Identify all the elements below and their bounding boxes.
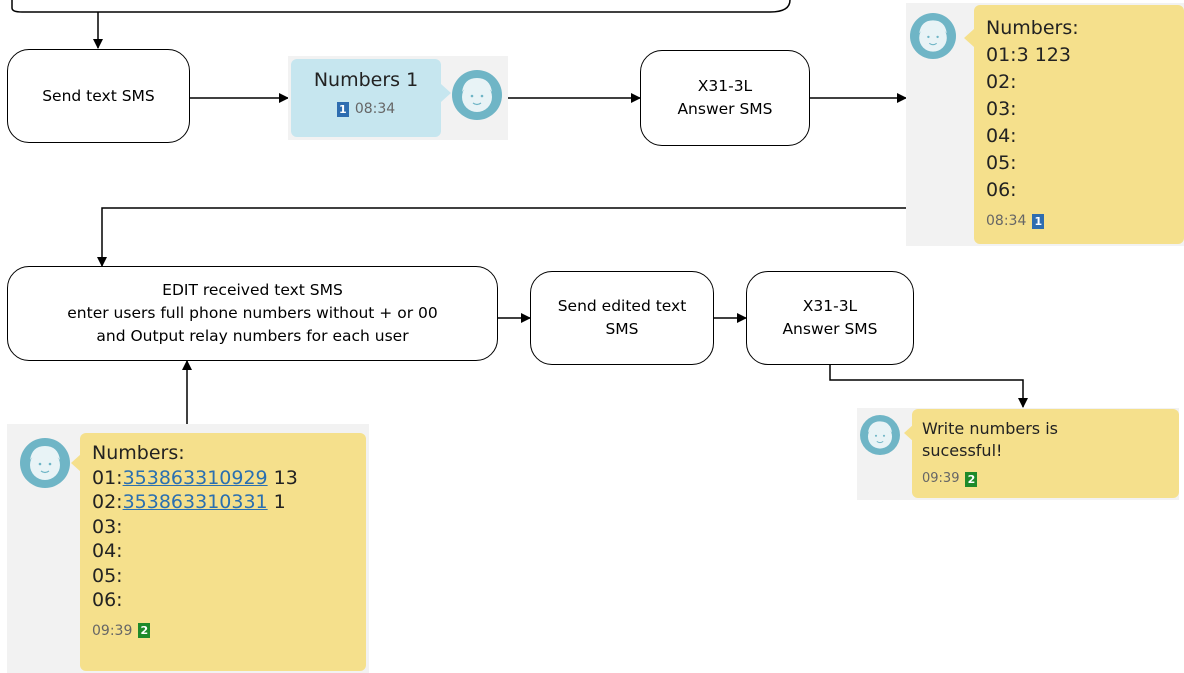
edited-line: 05: (92, 564, 123, 587)
reply-line: Numbers: (986, 17, 1079, 39)
success-bubble-tail (904, 424, 914, 442)
row-prefix: 02: (92, 491, 123, 513)
edited-bubble-tail (71, 454, 81, 472)
success-meta: 09:39 2 (922, 468, 1169, 490)
send-text-sms-box: Send text SMS (7, 49, 190, 143)
arrow-reply-to-edit (97, 207, 906, 267)
phone-link[interactable]: 353863310331 (122, 491, 268, 513)
edited-row-2: 02:353863310331 1 (92, 490, 354, 515)
sim-1-icon: 1 (336, 101, 349, 117)
success-text: Write numbers is sucessful! (922, 419, 1058, 460)
reply-meta: 08:34 1 (986, 208, 1172, 235)
reply-numbers-panel: Numbers: 01:3 123 02: 03: 04: 05: 06: 08… (906, 3, 1184, 246)
sim-2-icon: 2 (138, 623, 151, 639)
phone-link[interactable]: 353863310929 (122, 466, 268, 489)
edited-header: Numbers: (92, 442, 185, 464)
edited-message-panel: Numbers: 01:353863310929 13 02:353863310… (7, 424, 369, 673)
edit-received-sms-box: EDIT received text SMS enter users full … (7, 266, 498, 361)
reply-line: 03: (986, 98, 1017, 120)
edited-line: 03: (92, 515, 123, 538)
success-time: 09:39 (922, 471, 960, 486)
reply-line: 06: (986, 179, 1017, 201)
avatar-icon (20, 438, 70, 488)
avatar-icon (910, 13, 956, 59)
reply-time: 08:34 (986, 213, 1027, 229)
reply-line: 01:3 123 (986, 44, 1071, 66)
avatar-icon (452, 70, 502, 120)
success-message-bubble: Write numbers is sucessful! 09:39 2 (912, 409, 1179, 498)
sent-message-time: 08:34 (354, 101, 396, 117)
sent-message-meta: 1 08:34 (305, 101, 427, 117)
reply-bubble-tail (964, 29, 974, 47)
send-edited-sms-box: Send edited text SMS (530, 271, 714, 365)
sim-2-icon: 2 (965, 471, 978, 487)
row-suffix: 13 (267, 466, 298, 489)
edited-message-bubble: Numbers: 01:353863310929 13 02:353863310… (80, 433, 366, 671)
edited-row-1: 01:353863310929 13 (92, 466, 354, 491)
reply-line: 05: (986, 152, 1017, 174)
edited-meta: 09:39 2 (92, 619, 354, 644)
edited-line: 06: (92, 589, 123, 611)
edited-time: 09:39 (92, 622, 133, 639)
reply-line: 02: (986, 71, 1017, 93)
sim-1-icon: 1 (1032, 214, 1045, 229)
success-message-panel: Write numbers is sucessful! 09:39 2 (857, 408, 1179, 500)
edited-line: 04: (92, 540, 123, 562)
sent-message-panel: Numbers 1 1 08:34 (288, 56, 508, 140)
row-prefix: 01: (92, 466, 123, 489)
top-box-edge (11, 0, 791, 13)
reply-numbers-bubble: Numbers: 01:3 123 02: 03: 04: 05: 06: 08… (974, 5, 1184, 244)
x31-answer-sms-box-2: X31-3L Answer SMS (746, 271, 914, 365)
reply-line: 04: (986, 125, 1017, 147)
arrow-x31-to-success (829, 362, 1028, 408)
sent-message-bubble: Numbers 1 1 08:34 (291, 59, 441, 137)
sent-message-text: Numbers 1 (313, 69, 419, 91)
x31-answer-sms-box-1: X31-3L Answer SMS (640, 50, 810, 146)
avatar-icon (860, 415, 900, 455)
row-suffix: 1 (267, 491, 286, 513)
sent-bubble-tail (441, 84, 451, 102)
